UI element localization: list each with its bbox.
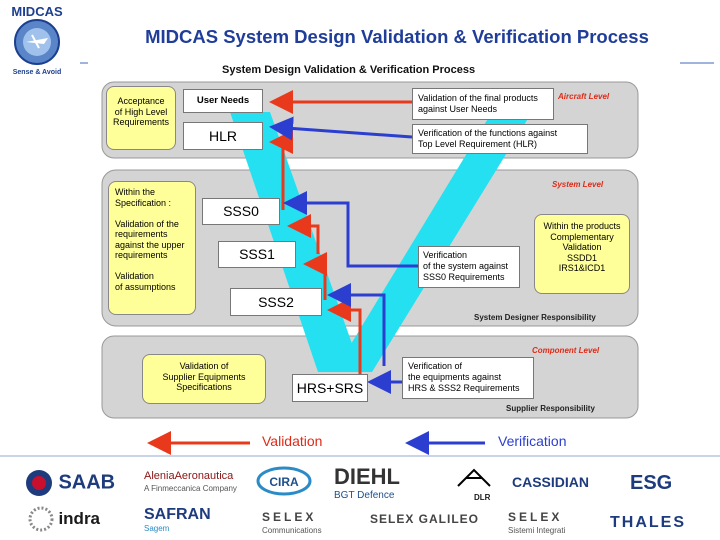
- verification-arrows: [269, 116, 418, 394]
- component-level-label: Component Level: [532, 346, 600, 355]
- midcas-logo: MIDCAS Sense & Avoid: [4, 2, 70, 78]
- stage-sss0: SSS0: [202, 198, 280, 225]
- arrow-hrs-sss2: [327, 298, 362, 376]
- alenia-logo: AleniaAeronautica A Finmeccanica Company: [144, 470, 237, 493]
- system-level-label: System Level: [552, 180, 604, 189]
- diagram-title: System Design Validation & Verification …: [222, 64, 476, 76]
- arrow-ver-sss2: [327, 283, 386, 366]
- info-system-verification: Verification of the system against SSS0 …: [418, 246, 520, 288]
- arrow-sss0-hlr: [269, 130, 293, 210]
- thales-logo: THALES: [610, 514, 686, 531]
- dlr-logo: DLR: [456, 468, 492, 502]
- title-rule-right: [680, 62, 714, 64]
- title-rule-left: [80, 62, 88, 64]
- aircraft-level-label: Aircraft Level: [558, 92, 610, 101]
- esg-logo: ESG: [630, 472, 673, 494]
- saab-logo: SAAB: [24, 468, 115, 498]
- validation-arrows: [269, 90, 412, 376]
- arrow-sss1-sss0: [287, 214, 320, 254]
- note-acceptance: Acceptance of High Level Requirements: [106, 86, 176, 150]
- note-within-specification: Within the Specification : Validation of…: [108, 181, 196, 315]
- stage-user-needs: User Needs: [183, 89, 263, 113]
- info-functions: Verification of the functions against To…: [412, 124, 588, 154]
- page-title: MIDCAS System Design Validation & Verifi…: [145, 26, 649, 47]
- cira-logo: CIRA: [256, 466, 312, 501]
- selex-communications-logo: SELEX Communications: [262, 510, 322, 535]
- stage-hrs-srs: HRS+SRS: [292, 374, 368, 402]
- stage-hlr: HLR: [183, 122, 263, 150]
- legend-validation-label: Validation: [262, 433, 323, 449]
- diehl-logo: DIEHL BGT Defence: [334, 464, 400, 501]
- arrow-sss2-sss1: [303, 252, 327, 300]
- legend-verification-label: Verification: [498, 433, 567, 449]
- logo-tagline: Sense & Avoid: [13, 69, 62, 76]
- stage-sss2: SSS2: [230, 288, 322, 316]
- logo-text: MIDCAS: [11, 4, 63, 19]
- selex-galileo-logo: SELEX GALILEO: [370, 512, 480, 526]
- svg-text:CIRA: CIRA: [269, 475, 299, 489]
- note-supplier-validation: Validation of Supplier Equipments Specif…: [142, 354, 266, 404]
- arrow-ver-functions: [269, 116, 413, 141]
- note-within-products: Within the products Complementary Valida…: [534, 214, 630, 294]
- info-equipment-verification: Verification of the equipments against H…: [402, 357, 534, 399]
- selex-sistemi-logo: SELEX Sistemi Integrati: [508, 510, 566, 535]
- cassidian-logo: CASSIDIAN: [512, 474, 590, 490]
- indra-logo: indra: [28, 506, 100, 532]
- arrow-ver-system: [283, 191, 418, 268]
- system-responsibility-label: System Designer Responsibility: [474, 313, 596, 322]
- safran-logo: SAFRAN Sagem: [144, 506, 211, 533]
- info-final-products: Validation of the final products against…: [412, 88, 554, 120]
- supplier-responsibility-label: Supplier Responsibility: [506, 404, 595, 413]
- stage-sss1: SSS1: [218, 241, 296, 268]
